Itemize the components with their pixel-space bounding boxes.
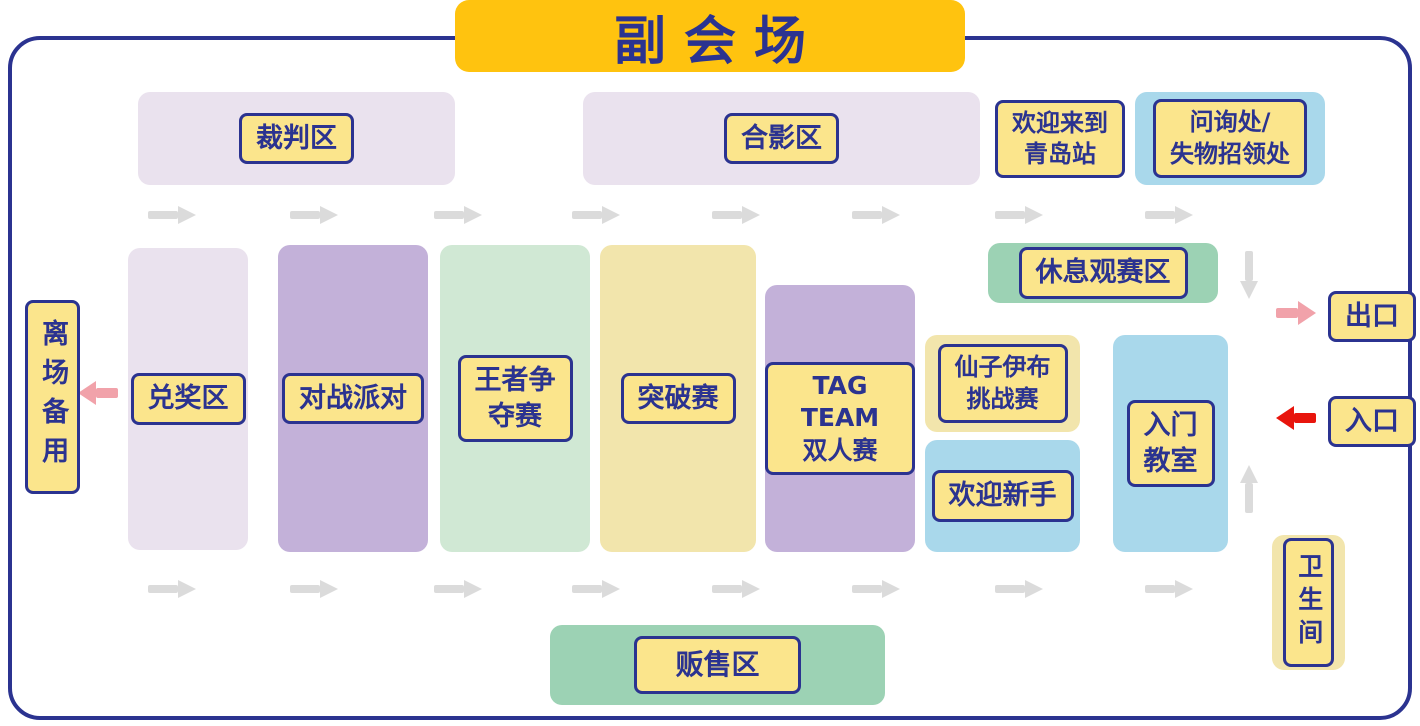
zone-sylveon-challenge: 仙子伊布 挑战赛 <box>925 335 1080 432</box>
zone-photo-area: 合影区 <box>583 92 980 185</box>
zone-newbie-welcome-label: 欢迎新手 <box>931 470 1074 522</box>
flow-arrow-right-icon <box>290 206 338 224</box>
zone-champion-tournament: 王者争 夺赛 <box>440 245 590 552</box>
zone-battle-party: 对战派对 <box>278 245 428 552</box>
zone-sales-area-label: 贩售区 <box>634 635 801 695</box>
flow-arrow-right-icon <box>995 580 1043 598</box>
zone-restroom: 卫生间 <box>1272 535 1345 670</box>
flow-arrow-right-icon <box>712 580 760 598</box>
zone-prize-area: 兑奖区 <box>128 248 248 550</box>
exit-label: 出口 <box>1328 291 1416 343</box>
flow-arrow-right-icon <box>572 206 620 224</box>
flow-arrow-right-icon <box>290 580 338 598</box>
zone-info-desk-label: 问询处/ 失物招领处 <box>1153 99 1307 178</box>
zone-info-desk: 问询处/ 失物招领处 <box>1135 92 1325 185</box>
zone-newbie-welcome: 欢迎新手 <box>925 440 1080 552</box>
zone-sales-area: 贩售区 <box>550 625 885 705</box>
flow-arrow-down-icon <box>1240 251 1258 299</box>
zone-breakthrough-tournament: 突破赛 <box>600 245 756 552</box>
zone-rest-viewing-area-label: 休息观赛区 <box>1018 247 1188 299</box>
entrance-label: 入口 <box>1328 396 1416 448</box>
flow-arrow-right-icon <box>852 206 900 224</box>
flow-arrow-right-icon <box>1145 206 1193 224</box>
zone-battle-party-label: 对战派对 <box>282 372 424 425</box>
flow-arrow-right-icon <box>148 206 196 224</box>
flow-arrow-right-icon <box>995 206 1043 224</box>
zone-tag-team-doubles: TAG TEAM 双人赛 <box>765 285 915 552</box>
flow-arrow-right-icon <box>434 206 482 224</box>
flow-arrow-right-icon <box>1145 580 1193 598</box>
flow-arrow-up-icon <box>1240 465 1258 513</box>
zone-photo-area-label: 合影区 <box>724 112 839 165</box>
page-title: 副会场 <box>613 11 824 72</box>
leave-reserve-label: 离场备用 <box>25 300 81 494</box>
restroom-label: 卫生间 <box>1283 538 1334 667</box>
zone-judge-area: 裁判区 <box>138 92 455 185</box>
zone-judge-area-label: 裁判区 <box>239 112 354 165</box>
flow-arrow-right-icon <box>434 580 482 598</box>
zone-prize-area-label: 兑奖区 <box>130 373 246 425</box>
flow-arrow-right-icon <box>852 580 900 598</box>
zone-sylveon-challenge-label: 仙子伊布 挑战赛 <box>937 344 1068 423</box>
flow-arrow-right-icon <box>572 580 620 598</box>
zone-beginner-classroom-label: 入门 教室 <box>1126 400 1215 487</box>
title-banner: 副会场 <box>455 0 965 72</box>
zone-champion-tournament-label: 王者争 夺赛 <box>457 355 573 442</box>
zone-rest-viewing-area: 休息观赛区 <box>988 243 1218 303</box>
leave-arrow-icon <box>78 381 118 405</box>
exit-arrow-icon <box>1276 301 1316 325</box>
welcome-sign-label: 欢迎来到 青岛站 <box>995 100 1125 179</box>
zone-beginner-classroom: 入门 教室 <box>1113 335 1228 552</box>
zone-tag-team-doubles-label: TAG TEAM 双人赛 <box>765 361 915 476</box>
flow-arrow-right-icon <box>712 206 760 224</box>
entrance-arrow-icon <box>1276 406 1316 430</box>
flow-arrow-right-icon <box>148 580 196 598</box>
zone-breakthrough-tournament-label: 突破赛 <box>620 372 736 425</box>
